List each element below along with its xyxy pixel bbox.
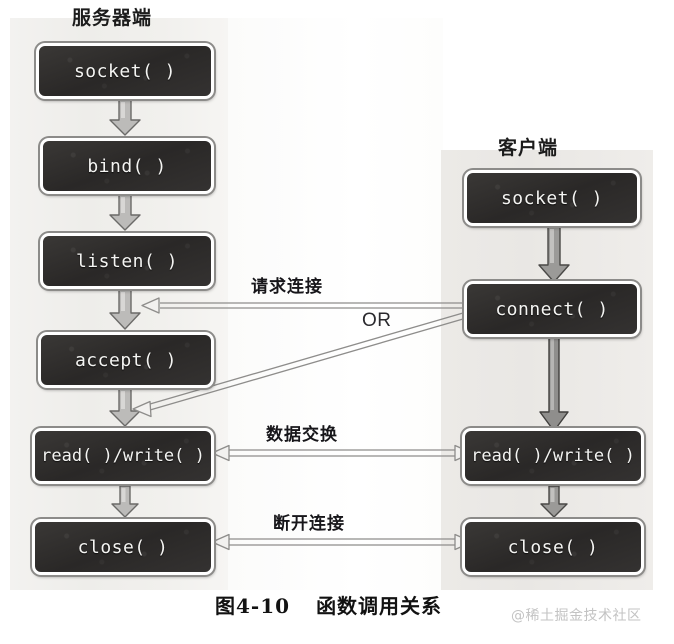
client-step-connect-label: connect( ) (495, 298, 609, 320)
server-step-socket-label: socket( ) (73, 60, 177, 82)
server-step-accept-label: accept( ) (74, 349, 178, 371)
client-step-readwrite[interactable]: read( )/write( ) (462, 428, 644, 484)
server-column-title: 服务器端 (72, 7, 153, 29)
server-arrow-listen-to-accept (108, 290, 142, 330)
server-arrow-socket-to-bind (108, 100, 142, 136)
server-step-bind[interactable]: bind( ) (40, 138, 214, 194)
server-step-socket[interactable]: socket( ) (36, 43, 214, 99)
watermark: @稀土掘金技术社区 (511, 608, 642, 624)
interaction-label-disconnect: 断开连接 (273, 514, 345, 534)
client-step-readwrite-label: read( )/write( ) (471, 446, 635, 466)
client-arrow-socket-to-connect (537, 227, 571, 283)
server-step-readwrite[interactable]: read( )/write( ) (32, 428, 214, 484)
server-step-bind-label: bind( ) (87, 155, 167, 177)
middle-lane-background (228, 18, 443, 590)
client-arrow-readwrite-to-close (539, 486, 569, 518)
interaction-label-or: OR (362, 310, 392, 331)
client-step-connect[interactable]: connect( ) (464, 281, 640, 337)
server-arrow-bind-to-listen (108, 195, 142, 231)
server-step-close-label: close( ) (77, 536, 169, 558)
server-step-listen[interactable]: listen( ) (40, 233, 214, 289)
client-step-close-label: close( ) (507, 536, 599, 558)
figure-caption-text: 函数调用关系 (316, 594, 443, 618)
client-arrow-connect-to-readwrite (537, 336, 571, 432)
client-column-title: 客户端 (498, 137, 559, 159)
client-step-close[interactable]: close( ) (462, 519, 644, 575)
server-arrow-readwrite-to-close (110, 486, 140, 518)
interaction-label-data-exchange: 数据交换 (266, 425, 338, 445)
server-arrow-accept-to-readwrite (108, 389, 142, 427)
server-step-close[interactable]: close( ) (32, 519, 214, 575)
figure-caption: 图4-10 函数调用关系 (215, 590, 442, 619)
client-step-socket-label: socket( ) (500, 187, 604, 209)
server-step-readwrite-label: read( )/write( ) (41, 446, 205, 466)
figure-caption-number: 图4-10 (215, 594, 291, 618)
server-step-listen-label: listen( ) (75, 250, 179, 272)
client-step-socket[interactable]: socket( ) (464, 170, 640, 226)
server-step-accept[interactable]: accept( ) (38, 332, 214, 388)
interaction-label-request-connection: 请求连接 (251, 277, 323, 297)
